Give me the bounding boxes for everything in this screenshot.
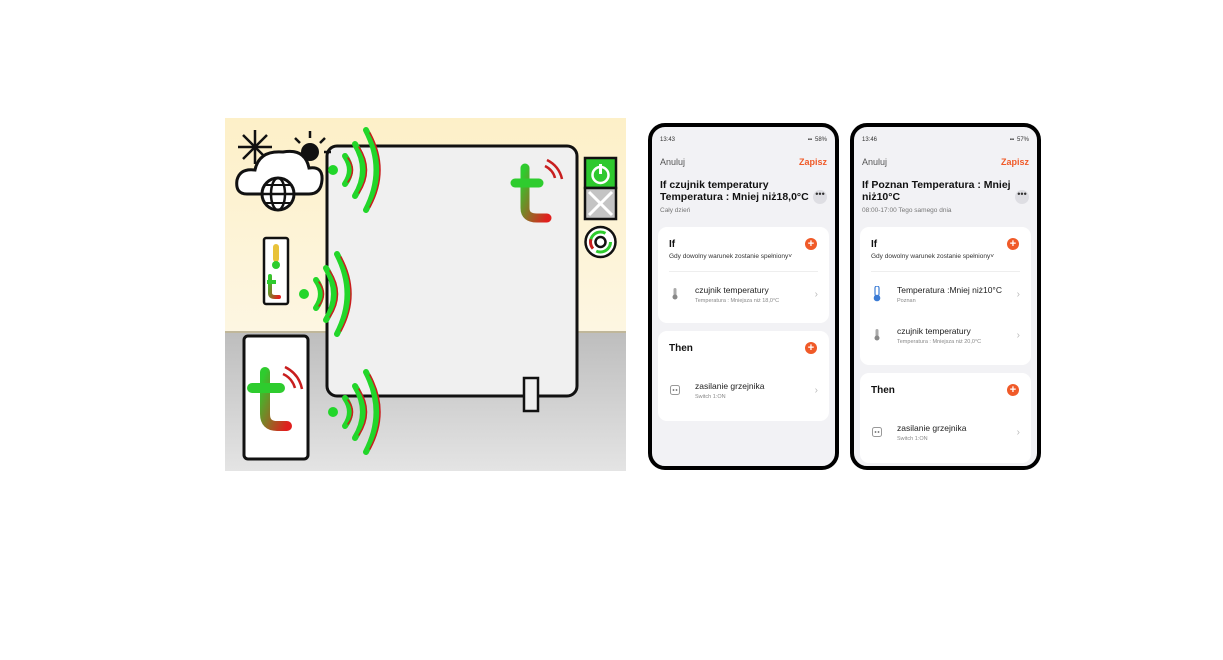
battery-level: 57% bbox=[1016, 137, 1029, 143]
signal-icon: ▪▪ bbox=[807, 137, 812, 143]
thermometer-icon bbox=[262, 236, 290, 306]
if-header: If bbox=[669, 239, 676, 250]
tuya-logo bbox=[510, 158, 564, 223]
chevron-right-icon: › bbox=[1016, 288, 1020, 300]
condition-detail: Poznan bbox=[897, 297, 916, 304]
scene-title[interactable]: If czujnik temperatury Temperatura : Mni… bbox=[660, 179, 809, 203]
status-bar: 13:46 ▪▪57% bbox=[862, 135, 1029, 145]
condition-name: czujnik temperatury bbox=[897, 325, 971, 336]
add-action-button[interactable]: + bbox=[1007, 384, 1019, 396]
cancel-button[interactable]: Anuluj bbox=[660, 157, 686, 167]
cloud-icon bbox=[235, 149, 324, 196]
scene-schedule: Cały dzień bbox=[660, 207, 691, 214]
chevron-right-icon: › bbox=[814, 288, 818, 300]
more-button[interactable]: ••• bbox=[813, 190, 827, 204]
action-detail: Switch 1:ON bbox=[897, 435, 928, 442]
then-header: Then bbox=[871, 385, 895, 396]
phone-screen-1: 13:43 ▪▪58% Anuluj Zapisz If czujnik tem… bbox=[648, 123, 839, 470]
save-button[interactable]: Zapisz bbox=[1000, 157, 1029, 167]
thermometer-icon bbox=[871, 328, 883, 342]
condition-name: czujnik temperatury bbox=[695, 284, 769, 295]
if-card: If + Gdy dowolny warunek zostanie spełni… bbox=[658, 227, 829, 323]
condition-row[interactable]: Temperatura :Mniej niż10°C Poznan › bbox=[871, 277, 1020, 311]
battery-level: 58% bbox=[814, 137, 827, 143]
phone-screen-2: 13:46 ▪▪57% Anuluj Zapisz If Poznan Temp… bbox=[850, 123, 1041, 470]
condition-detail: Temperatura : Mniejsza niż 20,0°C bbox=[897, 338, 982, 345]
globe-icon bbox=[260, 176, 296, 212]
add-action-button[interactable]: + bbox=[805, 342, 817, 354]
smart-heater-illustration bbox=[225, 118, 626, 471]
chevron-right-icon: › bbox=[1016, 426, 1020, 438]
heater-icon bbox=[325, 144, 579, 413]
dial-icon bbox=[584, 225, 617, 259]
socket-icon bbox=[669, 383, 681, 397]
power-icon bbox=[583, 156, 618, 190]
then-header: Then bbox=[669, 343, 693, 354]
status-time: 13:46 bbox=[862, 137, 878, 143]
add-condition-button[interactable]: + bbox=[805, 238, 817, 250]
wifi-icon bbox=[299, 127, 381, 455]
scene-schedule: 08:00-17:00 Tego samego dnia bbox=[862, 207, 952, 214]
phone-icon bbox=[242, 334, 310, 461]
condition-detail: Temperatura : Mniejsza niż 18,0°C bbox=[695, 297, 780, 304]
condition-mode-select[interactable]: Gdy dowolny warunek zostanie spełniony˅ bbox=[669, 253, 793, 260]
if-card: If + Gdy dowolny warunek zostanie spełni… bbox=[860, 227, 1031, 365]
snowflake-icon bbox=[238, 130, 272, 164]
action-name: zasilanie grzejnika bbox=[695, 380, 765, 391]
scene-title[interactable]: If Poznan Temperatura : Mniej niż10°C bbox=[862, 179, 1011, 203]
action-name: zasilanie grzejnika bbox=[897, 422, 967, 433]
chevron-right-icon: › bbox=[814, 384, 818, 396]
if-header: If bbox=[871, 239, 878, 250]
socket-icon bbox=[871, 425, 883, 439]
off-icon bbox=[583, 186, 618, 221]
status-bar: 13:43 ▪▪58% bbox=[660, 135, 827, 145]
condition-mode-select[interactable]: Gdy dowolny warunek zostanie spełniony˅ bbox=[871, 253, 995, 260]
save-button[interactable]: Zapisz bbox=[798, 157, 827, 167]
action-detail: Switch 1:ON bbox=[695, 393, 726, 400]
chevron-right-icon: › bbox=[1016, 329, 1020, 341]
cancel-button[interactable]: Anuluj bbox=[862, 157, 888, 167]
add-condition-button[interactable]: + bbox=[1007, 238, 1019, 250]
status-time: 13:43 bbox=[660, 137, 676, 143]
thermometer-icon bbox=[669, 287, 681, 301]
condition-name: Temperatura :Mniej niż10°C bbox=[897, 284, 1002, 295]
weather-thermometer-icon bbox=[871, 286, 883, 302]
signal-icon: ▪▪ bbox=[1009, 137, 1014, 143]
more-button[interactable]: ••• bbox=[1015, 190, 1029, 204]
